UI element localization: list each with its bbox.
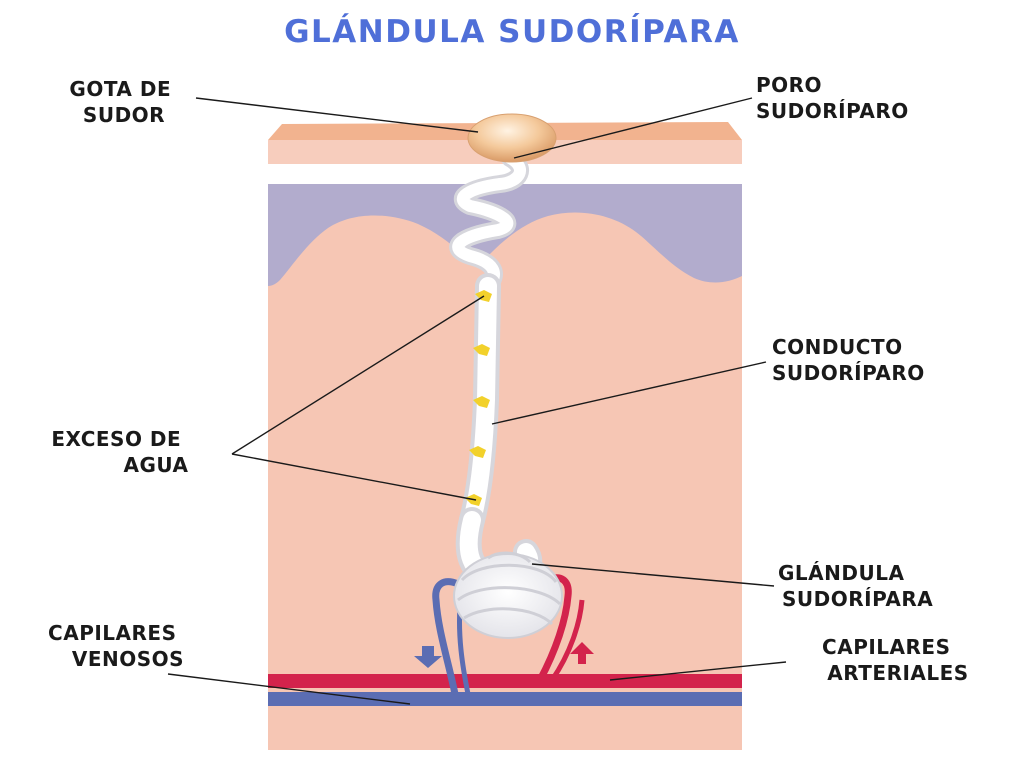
water-droplets <box>465 290 492 506</box>
label-capilares-arteriales-line1: CAPILARES <box>822 635 950 659</box>
artery-capillary <box>268 674 742 688</box>
artery-loop-inner <box>549 599 585 682</box>
label-glandula-sudoripara-line2: SUDORÍPARA <box>782 587 933 611</box>
water-drop-3 <box>473 396 490 408</box>
water-drop-4 <box>469 446 486 458</box>
label-poro-sudoriparo-line2: SUDORÍPARO <box>756 99 909 123</box>
sweat-gland <box>453 551 563 639</box>
vein-down-arrow <box>414 646 442 668</box>
label-glandula-sudoripara: GLÁNDULA SUDORÍPARA <box>778 561 933 611</box>
labels: GOTA DE SUDOR PORO SUDORÍPARO CONDUCTO S… <box>48 73 969 685</box>
label-exceso-de-agua-line1: EXCESO DE <box>51 427 181 451</box>
gland-coil-2 <box>457 586 562 606</box>
label-gota-de-sudor-line2: SUDOR <box>83 103 165 127</box>
label-gota-de-sudor: GOTA DE SUDOR <box>69 77 178 127</box>
label-capilares-venosos-line2: VENOSOS <box>72 647 184 671</box>
duct-coil-highlight <box>452 152 526 292</box>
label-capilares-arteriales-line2: ARTERIALES <box>827 661 968 685</box>
label-conducto-sudoriparo-line1: CONDUCTO <box>772 335 903 359</box>
label-poro-sudoriparo-line1: PORO <box>756 73 822 97</box>
capillary-network <box>268 574 742 706</box>
gland-coil-3 <box>463 607 554 626</box>
gland-coil-4 <box>487 551 532 564</box>
leader-exceso-agua-1 <box>231 295 485 455</box>
gland-coil-1 <box>460 563 558 583</box>
leader-exceso-agua-2 <box>231 453 477 501</box>
label-capilares-venosos-line1: CAPILARES <box>48 621 176 645</box>
artery-up-arrow <box>570 642 594 664</box>
label-exceso-de-agua-line2: AGUA <box>124 453 189 477</box>
artery-loop <box>536 574 572 682</box>
label-glandula-sudoripara-line1: GLÁNDULA <box>778 561 904 585</box>
page-title: GLÁNDULA SUDORÍPARA <box>284 14 740 50</box>
blood-flow-arrows <box>414 642 594 668</box>
leader-poro-sudoriparo <box>513 97 753 159</box>
leader-lines <box>167 97 787 705</box>
skin-block <box>268 122 742 750</box>
leader-capilares-venosos <box>167 673 411 705</box>
sweat-drop <box>467 113 557 163</box>
label-gota-de-sudor-line1: GOTA DE <box>69 77 171 101</box>
label-conducto-sudoriparo: CONDUCTO SUDORÍPARO <box>772 335 925 385</box>
vein-capillary <box>268 692 742 706</box>
leader-gota-de-sudor <box>195 97 479 133</box>
leader-capilares-arteriales <box>609 661 787 681</box>
label-capilares-arteriales: CAPILARES ARTERIALES <box>822 635 969 685</box>
vein-loop <box>432 578 460 695</box>
leader-glandula-sudoripara <box>531 563 775 587</box>
label-poro-sudoriparo: PORO SUDORÍPARO <box>756 73 909 123</box>
leader-conducto-sudoriparo <box>491 361 767 425</box>
label-capilares-venosos: CAPILARES VENOSOS <box>48 621 184 671</box>
label-conducto-sudoriparo-line2: SUDORÍPARO <box>772 361 925 385</box>
water-drop-2 <box>473 344 490 356</box>
label-exceso-de-agua: EXCESO DE AGUA <box>51 427 188 477</box>
